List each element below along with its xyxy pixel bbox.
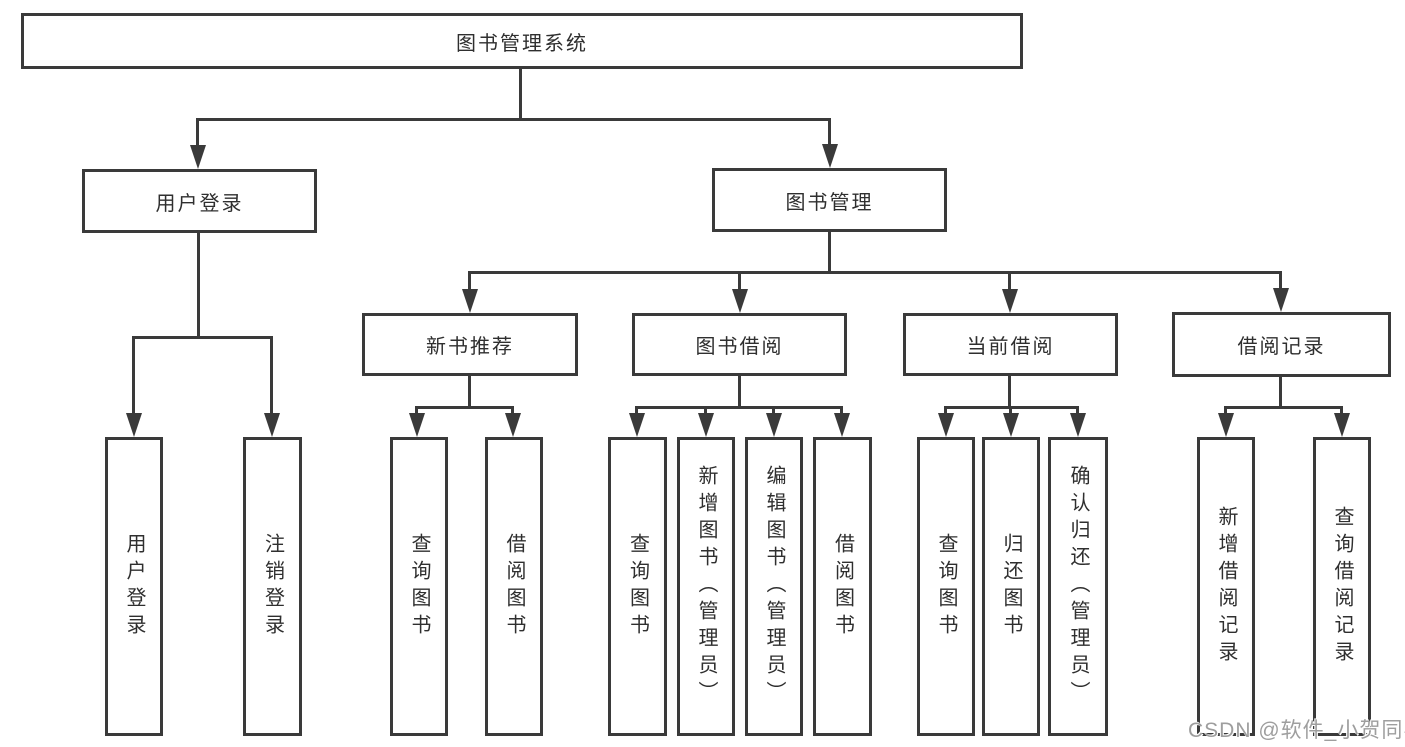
connector-stub — [944, 406, 947, 415]
connector-root-rail — [197, 118, 831, 121]
arrow-down-icon — [462, 289, 478, 313]
connector-stub — [704, 406, 707, 415]
arrow-down-icon — [126, 413, 142, 437]
arrow-down-icon — [1273, 288, 1289, 312]
leaf-add-books-admin: 新增图书（管理员） — [677, 437, 735, 736]
connector-stub — [738, 271, 741, 291]
connector-user-login-stem — [197, 233, 200, 339]
leaf-add-borrow-record: 新增借阅记录 — [1197, 437, 1255, 736]
connector-stub — [1076, 406, 1079, 415]
leaf-query-books-3: 查询图书 — [917, 437, 975, 736]
connector-stub — [1340, 406, 1343, 415]
leaf-user-login: 用户登录 — [105, 437, 163, 736]
connector-stub — [772, 406, 775, 415]
arrow-down-icon — [1334, 413, 1350, 437]
connector-rail — [415, 406, 514, 409]
connector-rail — [635, 406, 843, 409]
leaf-borrow-books-1: 借阅图书 — [485, 437, 543, 736]
arrow-down-icon — [938, 413, 954, 437]
connector-stub — [840, 406, 843, 415]
arrow-down-icon — [766, 413, 782, 437]
node-borrow-records: 借阅记录 — [1172, 312, 1391, 377]
connector-stem — [738, 376, 741, 408]
arrow-down-icon — [505, 413, 521, 437]
node-current-borrow: 当前借阅 — [903, 313, 1118, 376]
arrow-down-icon — [264, 413, 280, 437]
connector-stub — [1008, 271, 1011, 291]
leaf-query-books-1: 查询图书 — [390, 437, 448, 736]
connector-stub — [511, 406, 514, 415]
arrow-down-icon — [409, 413, 425, 437]
leaf-return-books: 归还图书 — [982, 437, 1040, 736]
arrow-down-icon — [190, 145, 206, 169]
connector-stem — [1008, 376, 1011, 408]
leaf-query-borrow-record: 查询借阅记录 — [1313, 437, 1371, 736]
arrow-down-icon — [1003, 413, 1019, 437]
arrow-down-icon — [732, 289, 748, 313]
node-book-borrow: 图书借阅 — [632, 313, 847, 376]
leaf-edit-books-admin: 编辑图书（管理员） — [745, 437, 803, 736]
node-book-management: 图书管理 — [712, 168, 947, 232]
connector-stub — [196, 118, 199, 147]
connector-stub — [1279, 271, 1282, 290]
node-user-login: 用户登录 — [82, 169, 317, 233]
arrow-down-icon — [698, 413, 714, 437]
connector-stub — [132, 336, 135, 415]
connector-stem — [468, 376, 471, 408]
arrow-down-icon — [1218, 413, 1234, 437]
node-new-book-recommend: 新书推荐 — [362, 313, 578, 376]
arrow-down-icon — [1070, 413, 1086, 437]
connector-rail — [1224, 406, 1343, 409]
csdn-watermark: CSDN @软件_小贺同学 — [1188, 719, 1405, 742]
leaf-borrow-books-2: 借阅图书 — [813, 437, 872, 736]
leaf-logout: 注销登录 — [243, 437, 302, 736]
connector-book-management-rail — [468, 271, 1282, 274]
connector-stub — [828, 118, 831, 146]
arrow-down-icon — [629, 413, 645, 437]
leaf-confirm-return-admin: 确认归还（管理员） — [1048, 437, 1108, 736]
connector-stub — [468, 271, 471, 291]
connector-stub — [1224, 406, 1227, 415]
arrow-down-icon — [822, 144, 838, 168]
connector-user-login-rail — [132, 336, 273, 339]
leaf-query-books-2: 查询图书 — [608, 437, 667, 736]
connector-stub — [270, 336, 273, 415]
node-root: 图书管理系统 — [21, 13, 1023, 69]
connector-stub — [635, 406, 638, 415]
arrow-down-icon — [834, 413, 850, 437]
connector-stub — [415, 406, 418, 415]
connector-stub — [1009, 406, 1012, 415]
connector-root-stem — [519, 69, 522, 121]
connector-stem — [1279, 377, 1282, 408]
connector-book-management-stem — [828, 232, 831, 273]
arrow-down-icon — [1002, 289, 1018, 313]
